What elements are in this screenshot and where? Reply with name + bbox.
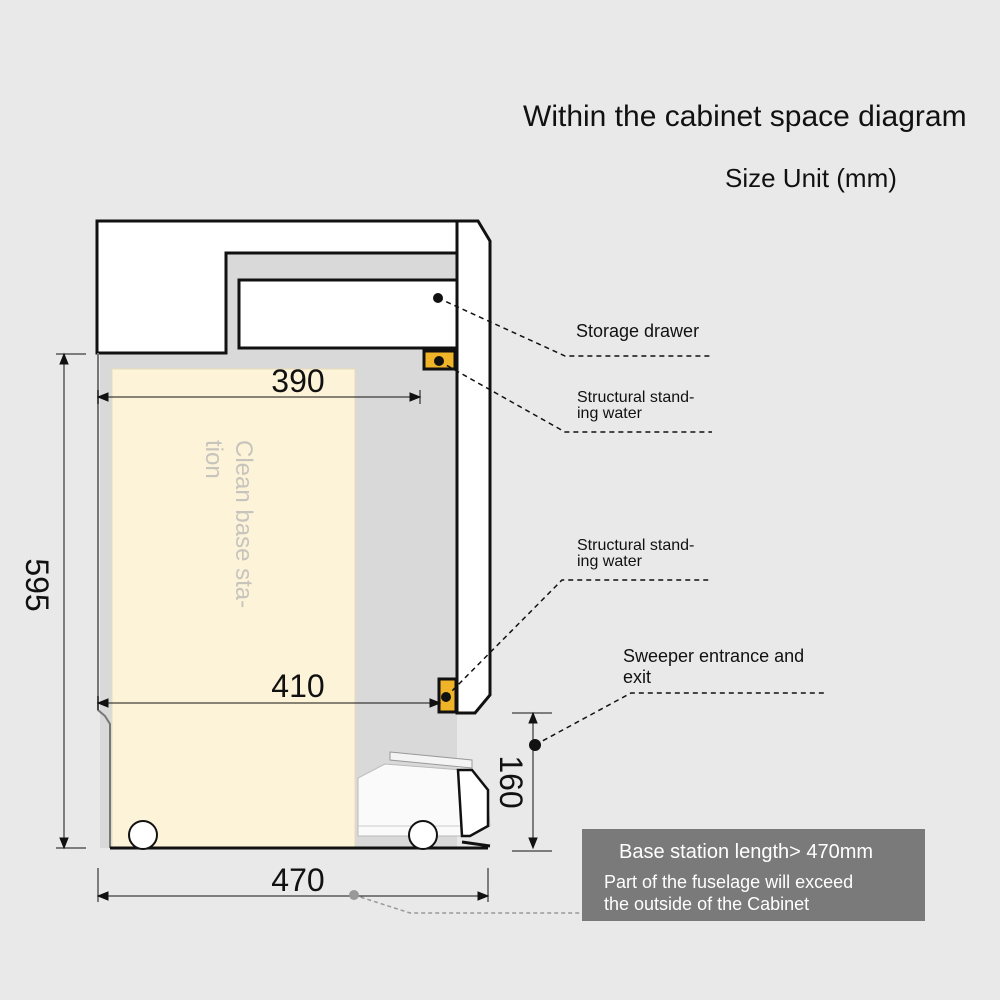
callout-dots	[433, 293, 541, 751]
wheel-right	[408, 820, 438, 850]
callout-leaders	[437, 297, 825, 746]
base-station-footprint	[111, 368, 356, 848]
note-leader	[349, 890, 582, 914]
callout-sweeper-entrance: Sweeper entrance and exit	[623, 646, 805, 687]
dimension-470-label: 470	[271, 862, 324, 898]
diagram-title: Within the cabinet space diagram	[523, 100, 967, 133]
note-heading: Base station length> 470mm	[619, 841, 874, 863]
dimension-410-label: 410	[271, 668, 324, 704]
callout-structural-water-bottom: Structural stand- ing water	[577, 537, 695, 570]
dimension-160	[512, 711, 552, 852]
dimension-390	[96, 390, 422, 404]
dimension-410	[96, 696, 442, 710]
note-box: Base station length> 470mm Part of the f…	[582, 829, 925, 921]
cabinet-left-wall	[97, 353, 111, 848]
wheel-left	[128, 820, 158, 850]
dimension-160-label: 160	[493, 755, 529, 808]
size-unit-label: Size Unit (mm)	[725, 163, 897, 193]
storage-drawer	[237, 278, 459, 350]
dimension-595-label: 595	[19, 558, 55, 611]
dimension-390-label: 390	[271, 363, 324, 399]
callout-storage-drawer: Storage drawer	[576, 321, 700, 341]
note-body: Part of the fuselage will exceed the out…	[604, 872, 854, 914]
dimension-470	[96, 868, 490, 902]
cabinet-door-panel	[455, 219, 492, 715]
dimension-595	[56, 352, 86, 850]
callout-structural-water-top: Structural stand- ing water	[577, 389, 695, 422]
sweeper-robot	[357, 751, 491, 848]
base-station-label: Clean base sta- tion	[200, 440, 257, 609]
